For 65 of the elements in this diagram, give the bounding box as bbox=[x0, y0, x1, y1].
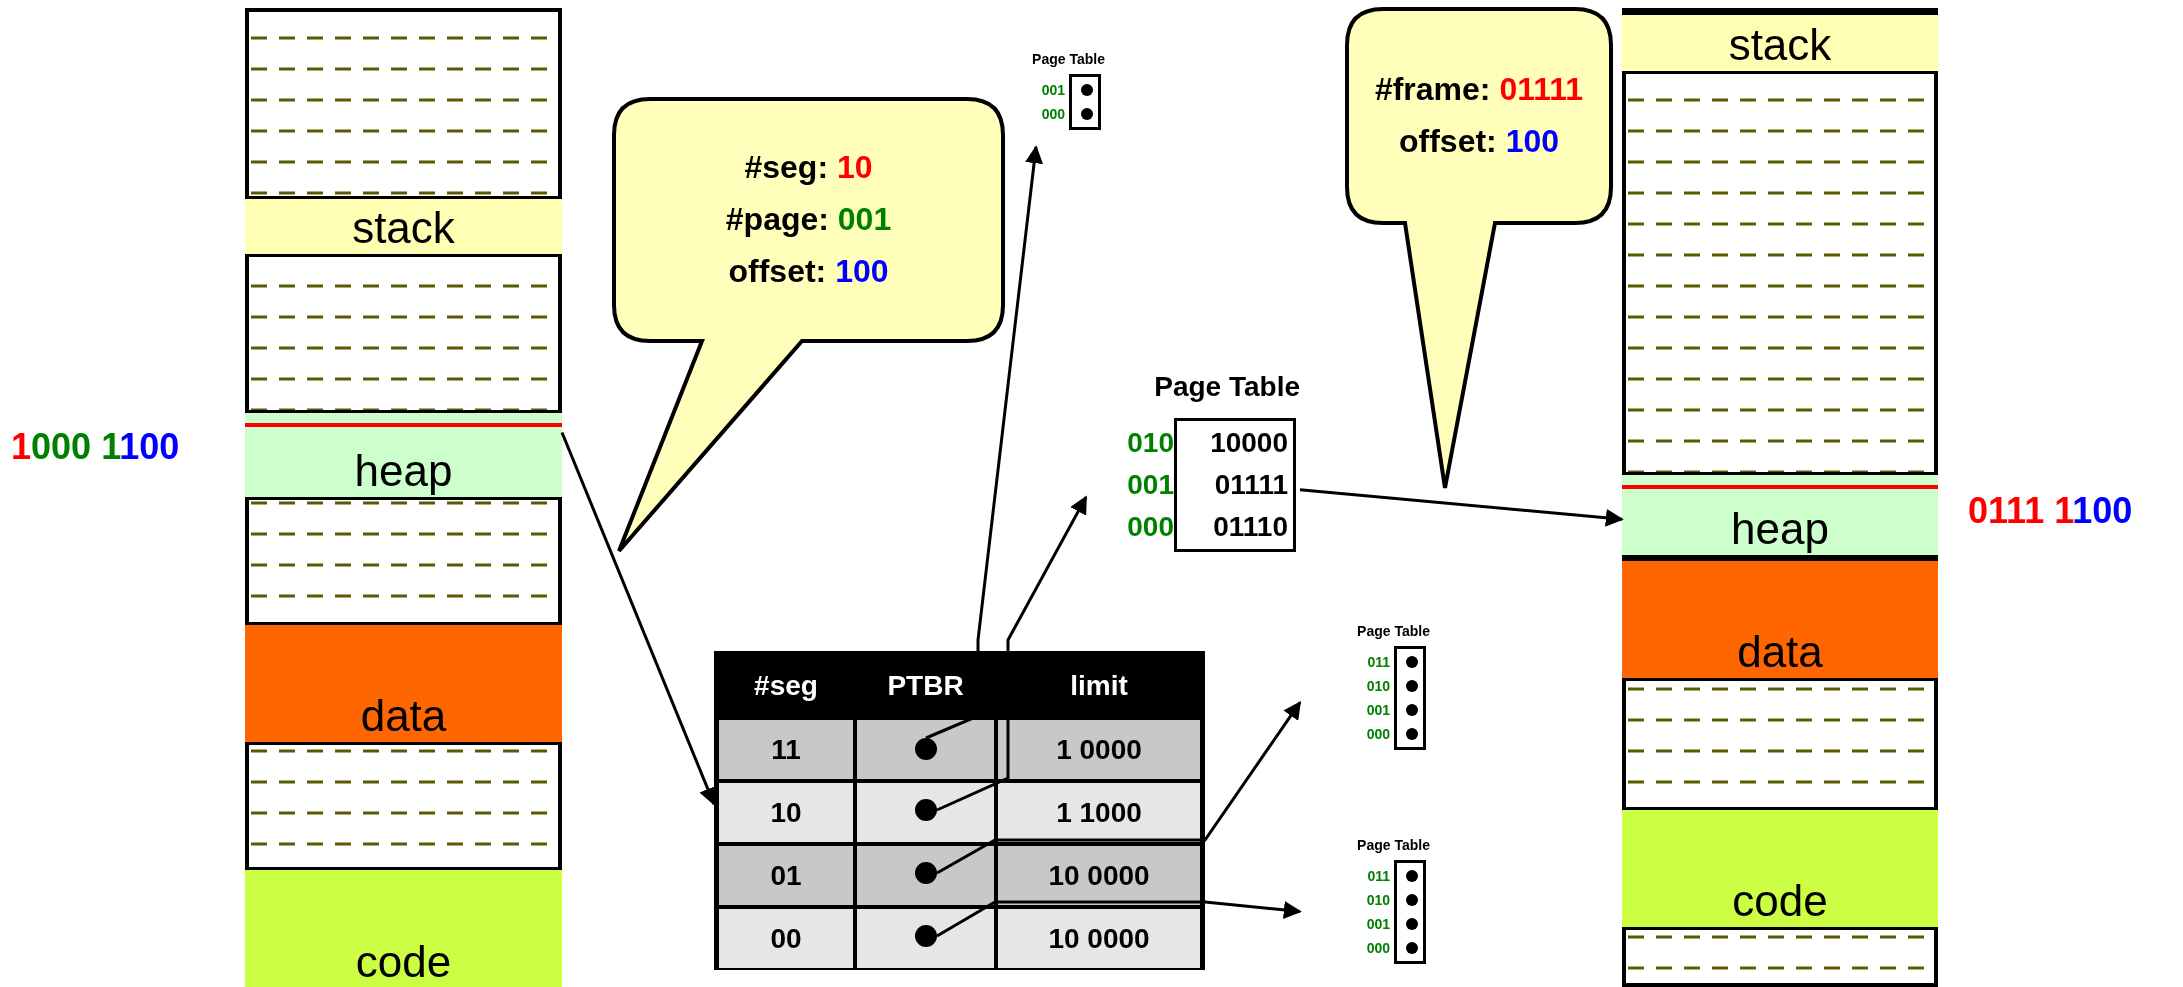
frame-number: 10000 bbox=[1210, 426, 1288, 460]
arrow bbox=[936, 495, 1088, 812]
page-number: 010 bbox=[1366, 677, 1390, 696]
column-header: PTBR bbox=[887, 670, 964, 701]
page-number: 001 bbox=[1366, 701, 1390, 720]
segment-table bbox=[714, 651, 1205, 970]
address-value: 0111 1100 bbox=[1968, 489, 2133, 533]
segment-label: stack bbox=[352, 204, 455, 252]
page-number: 000 bbox=[1366, 939, 1390, 958]
callout-text: #seg: 10 bbox=[744, 148, 873, 186]
table-cell: 10 0000 bbox=[998, 846, 1200, 905]
callout-text: #frame: 01111 bbox=[1374, 70, 1584, 108]
memory-segment bbox=[1622, 472, 1938, 558]
page-number: 011 bbox=[1367, 653, 1390, 672]
segment-label: stack bbox=[1728, 21, 1832, 69]
page-number: 000 bbox=[1366, 725, 1390, 744]
memory-segment bbox=[245, 622, 562, 745]
page-number: 010 bbox=[1366, 891, 1390, 910]
memory-segment bbox=[1622, 558, 1938, 681]
table-cell: 00 bbox=[719, 909, 853, 968]
segment-label: data bbox=[360, 692, 447, 740]
table-cell: 10 bbox=[719, 783, 853, 842]
page-number: 000 bbox=[1041, 105, 1065, 124]
arrow bbox=[1299, 488, 1624, 527]
table-cell: 1 0000 bbox=[998, 720, 1200, 779]
page-number: 001 bbox=[1366, 915, 1390, 934]
arrow bbox=[936, 900, 1302, 938]
memory-segment bbox=[1622, 807, 1938, 930]
callout-text: #page: 001 bbox=[725, 200, 892, 238]
segment-label: heap bbox=[354, 447, 453, 495]
segment-label: code bbox=[1732, 877, 1828, 925]
address-value: 1000 1100 bbox=[11, 425, 180, 469]
frame-number: 01110 bbox=[1213, 510, 1288, 544]
memory-segment bbox=[1622, 12, 1938, 74]
page-number: 000 bbox=[1127, 510, 1174, 544]
arrow bbox=[560, 431, 717, 806]
callout-text: offset: 100 bbox=[1398, 122, 1559, 160]
memory-column bbox=[245, 8, 562, 987]
memory-segment bbox=[245, 196, 562, 257]
memory-column bbox=[1622, 8, 1938, 987]
arrow bbox=[936, 700, 1302, 875]
column-header: #seg bbox=[754, 670, 818, 701]
speech-bubble bbox=[1345, 7, 1613, 490]
table-cell: 10 0000 bbox=[998, 909, 1200, 968]
page-number: 001 bbox=[1041, 81, 1065, 100]
memory-segment bbox=[245, 410, 562, 500]
callout-text: offset: 100 bbox=[728, 252, 889, 290]
table-cell: 01 bbox=[719, 846, 853, 905]
table-cell: 1 1000 bbox=[998, 783, 1200, 842]
segment-label: heap bbox=[1731, 505, 1829, 553]
page-number: 001 bbox=[1127, 468, 1174, 502]
column-header: limit bbox=[1070, 670, 1128, 701]
table-title: Page Table bbox=[1357, 622, 1430, 640]
table-title: Page Table bbox=[1357, 836, 1430, 854]
page-number: 011 bbox=[1367, 867, 1390, 886]
table-cell: 11 bbox=[719, 720, 853, 779]
frame-number: 01111 bbox=[1214, 468, 1288, 502]
arrow bbox=[925, 145, 1044, 740]
table-title: Page Table bbox=[1032, 50, 1105, 68]
speech-bubble bbox=[612, 97, 1005, 553]
table-title: Page Table bbox=[1154, 370, 1300, 404]
page-number: 010 bbox=[1127, 426, 1174, 460]
memory-segment bbox=[245, 867, 562, 987]
segment-label: data bbox=[1737, 628, 1823, 676]
segment-label: code bbox=[355, 938, 452, 986]
